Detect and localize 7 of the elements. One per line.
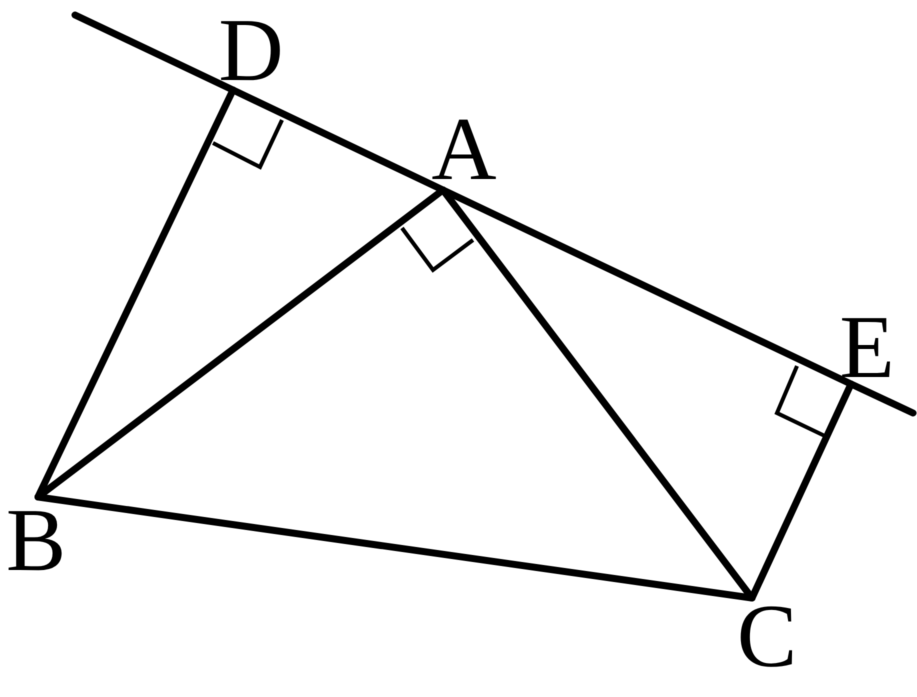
line-segment xyxy=(72,12,236,94)
point-label: B xyxy=(6,496,66,586)
point-label: E xyxy=(840,303,894,393)
point-label: D xyxy=(218,6,284,96)
line-segment xyxy=(748,380,854,602)
point-label: C xyxy=(736,592,798,682)
point-label: A xyxy=(432,105,496,195)
